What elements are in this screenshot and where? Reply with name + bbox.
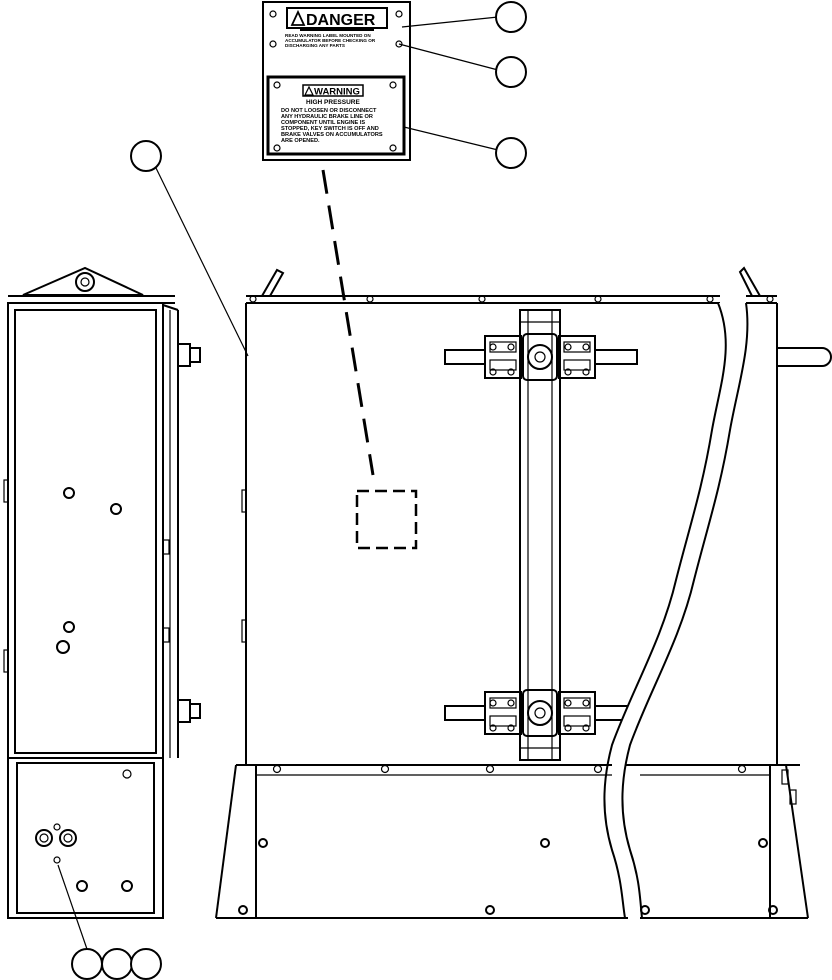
callout-bubble [130,140,162,172]
front-view [215,266,832,919]
warning-triangle-icon [290,9,306,26]
break-lines [603,302,749,919]
callout-bubble [495,1,527,33]
bottom-leader-line [57,864,89,953]
danger-title: DANGER [306,12,376,29]
warning-title: WARNING [314,87,360,98]
warning-text-line5: BRAKE VALVES ON ACCUMULATORS [281,132,383,138]
label-leader-lines [155,16,499,357]
warning-text-line6: ARE OPENED. [281,138,320,144]
danger-text-line1: READ WARNING LABEL MOUNTED ON [285,33,371,38]
danger-label: DANGER READ WARNING LABEL MOUNTED ON ACC… [285,7,388,48]
callout-bubble [71,948,103,980]
danger-text-line2: ACCUMULATOR BEFORE CHECKING OR [285,38,376,43]
warning-text-line1: DO NOT LOOSEN OR DISCONNECT [281,108,377,114]
warning-text-line4: STOPPED, KEY SWITCH IS OFF AND [281,126,379,132]
callout-bubble [495,137,527,169]
upper-latch [444,333,638,381]
danger-text-line3: DISCHARGING ANY PARTS [285,43,345,48]
callout-bubble [130,948,162,980]
callout-bubble [495,56,527,88]
warning-text-line3: COMPONENT UNTIL ENGINE IS [281,120,365,126]
lower-latch [444,689,638,737]
label-plate: DANGER READ WARNING LABEL MOUNTED ON ACC… [262,1,411,161]
callout-bubbles [71,1,527,980]
base [215,764,809,919]
warning-subtitle: HIGH PRESSURE [306,99,360,106]
warning-text-line2: ANY HYDRAULIC BRAKE LINE OR [281,114,373,120]
warning-label: WARNING HIGH PRESSURE DO NOT LOOSEN OR D… [266,75,406,156]
warning-triangle-icon [304,85,314,96]
callout-bubble [101,948,133,980]
label-location-indicator [321,169,418,550]
side-view [3,266,201,919]
